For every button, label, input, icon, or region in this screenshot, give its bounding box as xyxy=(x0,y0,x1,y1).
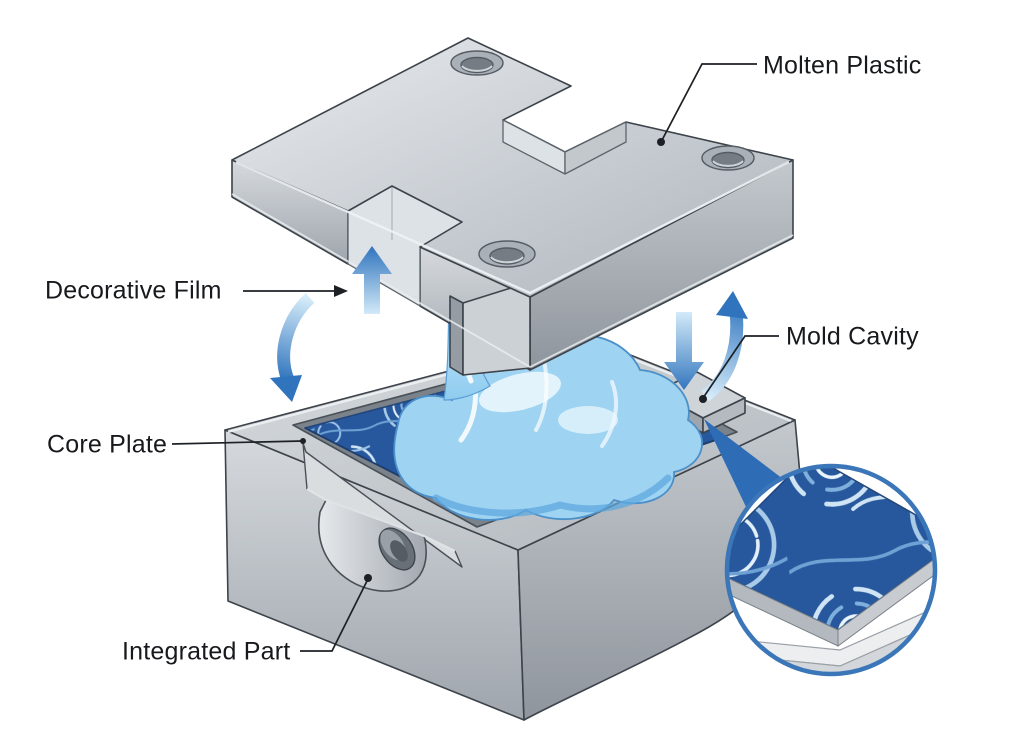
label-core-plate: Core Plate xyxy=(47,430,168,459)
cutaway-section xyxy=(302,442,463,592)
leader-mold-cavity xyxy=(702,335,779,399)
inset-film-thickness xyxy=(727,539,935,647)
leader-molten-plastic xyxy=(660,63,757,143)
plate-top-notch xyxy=(502,119,627,175)
detail-inset xyxy=(704,419,938,677)
upper-mold-plate xyxy=(231,37,794,376)
leader-core-plate xyxy=(171,440,303,445)
right-swing-arrow-icon xyxy=(700,291,748,402)
inset-ring xyxy=(724,463,938,677)
plate-down-arrow-icon xyxy=(664,312,704,390)
integrated-part-bore xyxy=(378,527,416,571)
label-mold-cavity: Mold Cavity xyxy=(786,322,919,351)
label-molten-plastic: Molten Plastic xyxy=(763,51,922,80)
film-up-arrow-icon xyxy=(352,246,392,314)
leader-lines xyxy=(171,63,779,652)
leader-integrated-part xyxy=(300,578,369,652)
motion-arrows xyxy=(270,246,748,402)
label-decorative-film: Decorative Film xyxy=(45,276,222,305)
inset-callout-cone xyxy=(704,419,783,509)
left-swing-arrow-icon xyxy=(270,293,315,402)
sprue-block xyxy=(449,281,531,376)
plate-bolt-holes xyxy=(450,50,755,268)
label-integrated-part: Integrated Part xyxy=(122,637,291,666)
